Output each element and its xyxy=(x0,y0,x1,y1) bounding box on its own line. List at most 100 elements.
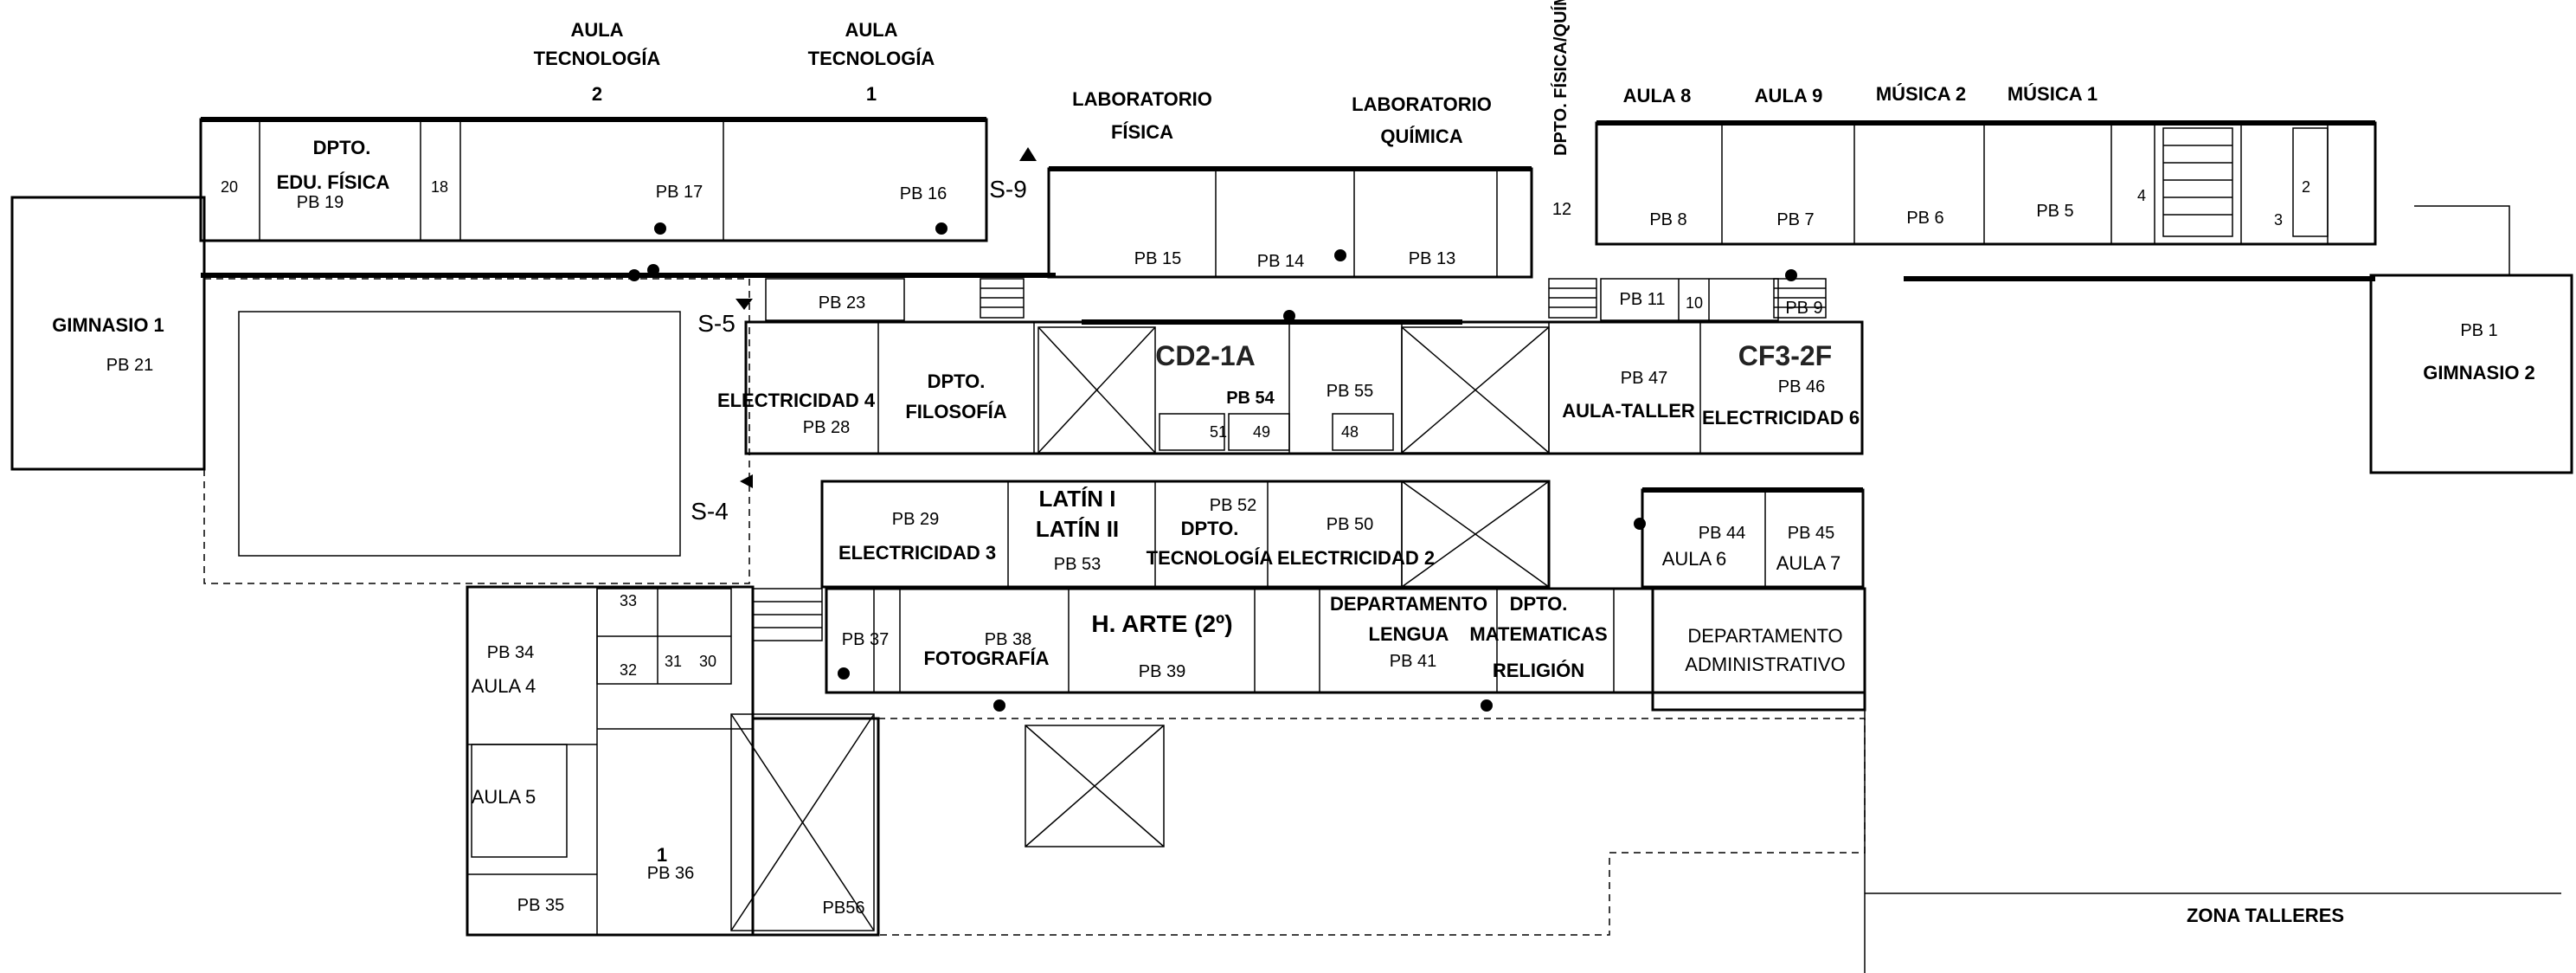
num-31: 31 xyxy=(665,653,682,670)
num-2: 2 xyxy=(2302,178,2310,196)
pb28: PB 28 xyxy=(803,418,850,437)
pb56: PB56 xyxy=(823,899,865,918)
dpto-filosofia-l2: FILOSOFÍA xyxy=(905,401,1006,422)
dpto-fisica-quimica: DPTO. FÍSICA/QUÍMICA xyxy=(1551,0,1571,156)
dpto-edu-fisica-l2: EDU. FÍSICA xyxy=(277,171,390,193)
dpto-mat-rel-l3: RELIGIÓN xyxy=(1493,660,1584,681)
gimnasio-2: GIMNASIO 2 xyxy=(2423,362,2535,383)
pb23: PB 23 xyxy=(819,293,865,313)
latin-l1: LATÍN I xyxy=(1038,486,1115,512)
musica-2: MÚSICA 2 xyxy=(1876,83,1966,105)
pb37: PB 37 xyxy=(842,630,889,649)
pb19: PB 19 xyxy=(297,193,344,212)
lab-quimica-l2: QUÍMICA xyxy=(1380,126,1462,147)
pb39: PB 39 xyxy=(1139,662,1185,681)
aula-9: AULA 9 xyxy=(1755,85,1823,106)
dpto-admin-l1: DEPARTAMENTO xyxy=(1687,625,1842,647)
pb15: PB 15 xyxy=(1134,249,1181,268)
aula-tec-1-l1: AULA xyxy=(845,19,897,41)
num-18: 18 xyxy=(431,178,448,196)
num-49: 49 xyxy=(1253,423,1270,441)
pb11: PB 11 xyxy=(1620,290,1666,309)
pb16: PB 16 xyxy=(900,184,947,203)
num-20: 20 xyxy=(221,178,238,196)
pb44: PB 44 xyxy=(1699,524,1745,543)
pb46: PB 46 xyxy=(1778,377,1825,396)
code-cd2-1a: CD2-1A xyxy=(1155,340,1256,371)
pb36: PB 36 xyxy=(647,864,694,883)
h-arte: H. ARTE (2º) xyxy=(1091,610,1232,637)
lab-quimica-l1: LABORATORIO xyxy=(1352,93,1492,115)
pb53: PB 53 xyxy=(1054,555,1101,574)
dpto-mat-rel-l1: DPTO. xyxy=(1510,593,1568,615)
pb17: PB 17 xyxy=(656,183,703,202)
pb1: PB 1 xyxy=(2460,321,2497,340)
room-codes: PB 1 PB 5 PB 6 PB 7 PB 8 PB 9 PB 11 PB 1… xyxy=(106,183,2498,918)
pb52: PB 52 xyxy=(1210,496,1256,515)
electricidad-3: ELECTRICIDAD 3 xyxy=(838,542,996,564)
pb45: PB 45 xyxy=(1788,524,1834,543)
musica-1: MÚSICA 1 xyxy=(2007,83,2097,105)
dpto-tecnologia-l1: DPTO. xyxy=(1181,518,1239,539)
aula-tec-2-l1: AULA xyxy=(570,19,623,41)
overlay-codes: CD2-1A CF3-2F xyxy=(1155,340,1832,371)
dpto-lengua-l2: LENGUA xyxy=(1369,623,1449,645)
num-33: 33 xyxy=(620,592,637,609)
aula-tec-2-l3: 2 xyxy=(592,83,602,105)
aula-tec-1-l2: TECNOLOGÍA xyxy=(808,48,935,69)
dpto-tecnologia-l2: TECNOLOGÍA xyxy=(1147,547,1274,569)
walls xyxy=(10,117,2573,973)
pb7: PB 7 xyxy=(1776,210,1814,229)
electricidad-4: ELECTRICIDAD 4 xyxy=(717,390,876,411)
num-30: 30 xyxy=(699,653,716,670)
pb29: PB 29 xyxy=(892,510,939,529)
num-10: 10 xyxy=(1686,294,1703,312)
latin-l2: LATÍN II xyxy=(1036,516,1119,542)
aula-6: AULA 6 xyxy=(1662,548,1727,570)
zona-talleres: ZONA TALLERES xyxy=(2187,905,2344,926)
aula-4: AULA 4 xyxy=(472,675,536,697)
fotografia: FOTOGRAFÍA xyxy=(923,648,1049,669)
exit-s5: S-5 xyxy=(697,310,736,337)
pb34: PB 34 xyxy=(487,643,534,662)
dpto-admin-l2: ADMINISTRATIVO xyxy=(1685,654,1845,675)
exits: S-9 S-5 S-4 xyxy=(691,176,1027,525)
exit-s9: S-9 xyxy=(989,176,1027,203)
lab-fisica-l2: FÍSICA xyxy=(1111,121,1173,143)
dpto-filosofia-l1: DPTO. xyxy=(928,371,986,392)
pb35: PB 35 xyxy=(517,896,564,915)
aula-tec-2-l2: TECNOLOGÍA xyxy=(534,48,661,69)
num-51: 51 xyxy=(1210,423,1227,441)
num-1: 1 xyxy=(657,844,667,866)
pb13: PB 13 xyxy=(1409,249,1455,268)
room-labels: AULA TECNOLOGÍA 2 AULA TECNOLOGÍA 1 LABO… xyxy=(52,0,2535,926)
pb6: PB 6 xyxy=(1906,209,1943,228)
num-48: 48 xyxy=(1341,423,1359,441)
num-4: 4 xyxy=(2137,187,2146,204)
pb9: PB 9 xyxy=(1785,299,1822,318)
lab-fisica-l1: LABORATORIO xyxy=(1072,88,1212,110)
aula-8: AULA 8 xyxy=(1623,85,1692,106)
num-32: 32 xyxy=(620,661,637,679)
code-cf3-2f: CF3-2F xyxy=(1738,340,1832,371)
dpto-mat-rel-l2: MATEMATICAS xyxy=(1469,623,1607,645)
aula-7: AULA 7 xyxy=(1776,552,1841,574)
num-3: 3 xyxy=(2274,211,2283,229)
exit-s4: S-4 xyxy=(691,498,729,525)
small-numbers: 1 2 3 4 10 12 18 20 30 31 32 33 48 49 51 xyxy=(221,178,2310,866)
aula-taller: AULA-TALLER xyxy=(1562,400,1695,422)
aula-tec-1-l3: 1 xyxy=(866,83,877,105)
pb38: PB 38 xyxy=(985,630,1031,649)
dpto-lengua-l1: DEPARTAMENTO xyxy=(1330,593,1487,615)
aula-5: AULA 5 xyxy=(472,786,536,808)
num-12: 12 xyxy=(1552,200,1571,219)
pb54: PB 54 xyxy=(1226,389,1275,408)
pb21: PB 21 xyxy=(106,356,153,375)
gimnasio-1: GIMNASIO 1 xyxy=(52,314,164,336)
electricidad-2: ELECTRICIDAD 2 xyxy=(1277,547,1435,569)
dpto-edu-fisica-l1: DPTO. xyxy=(313,137,371,158)
pb47: PB 47 xyxy=(1621,369,1667,388)
pb55: PB 55 xyxy=(1327,382,1373,401)
pb14: PB 14 xyxy=(1257,252,1304,271)
